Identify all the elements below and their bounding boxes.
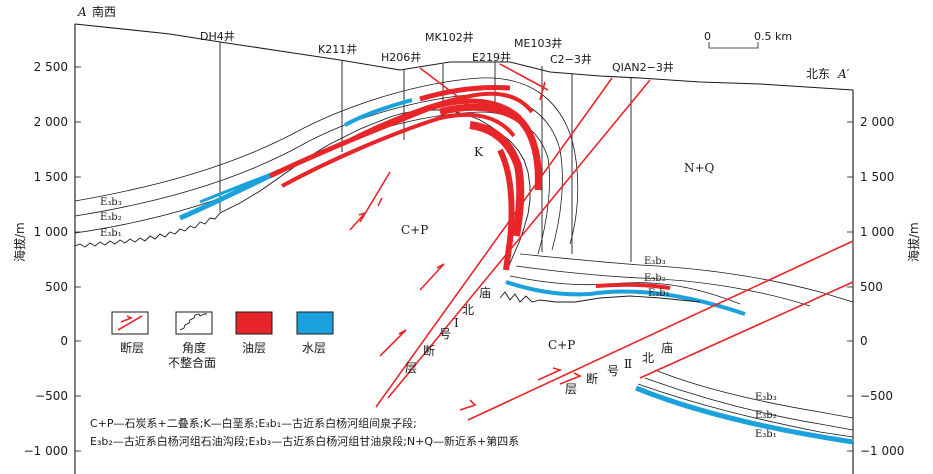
legend-water-label: 水层 <box>302 341 326 355</box>
fault2-char-hao: 号 <box>607 364 619 378</box>
label-E3b2-basin: E₃b₂ <box>644 273 666 284</box>
fault-II-name: 北 庙 Ⅱ 号 断 层 <box>565 341 673 396</box>
label-E3b1-lower: E₃b₁ <box>755 429 777 440</box>
legend-unconformity-label-2: 不整合面 <box>168 355 216 370</box>
scale-end: 0.5 km <box>754 30 792 43</box>
section-left-direction: 南西 <box>92 4 116 19</box>
oil-layer-basin <box>595 282 671 290</box>
well-MK102: MK102井 <box>425 30 474 44</box>
section-left-end: A <box>77 5 87 19</box>
fault2-char-num: Ⅱ <box>624 357 632 371</box>
faults <box>359 63 854 421</box>
fault1-char-num: Ⅰ <box>454 316 459 330</box>
ylabel-left: 海拔/m <box>12 222 27 262</box>
rtick-neg500: −500 <box>860 389 893 403</box>
section-right-end: A′ <box>837 67 850 81</box>
label-E3b3-basin: E₃b₃ <box>644 256 666 267</box>
tick-1500: 1 500 <box>34 170 68 184</box>
rtick-2000: 2 000 <box>860 115 894 129</box>
well-ME103: ME103井 <box>514 36 562 50</box>
legend-unconformity-label-1: 角度 <box>182 340 206 355</box>
legend-unconformity-swatch <box>175 311 213 335</box>
fault-I-name: 北 庙 Ⅰ 号 断 层 <box>405 286 491 375</box>
fault1-char-hao: 号 <box>439 327 451 341</box>
unconformity-basin <box>499 291 701 303</box>
well-H206: H206井 <box>381 50 421 64</box>
tick-500: 500 <box>45 280 68 294</box>
fault1-char-duan: 断 <box>423 343 435 358</box>
right-axis-ticks: 2 000 1 500 1 000 500 0 −500 −1 000 <box>847 115 904 458</box>
legend-water-swatch <box>296 311 334 335</box>
legend-oil-swatch <box>235 311 273 335</box>
well-K211: K211井 <box>318 42 357 56</box>
tick-neg500: −500 <box>35 389 68 403</box>
legend-fault-label: 断层 <box>120 340 144 355</box>
note-line-2: E₃b₂—古近系白杨河组石油沟段;E₃b₃—古近系白杨河组甘油泉段;N+Q—新近… <box>90 434 519 448</box>
fault1-char-ceng: 层 <box>405 361 417 375</box>
tick-2500: 2 500 <box>34 60 68 74</box>
fault1-char-miao: 庙 <box>479 286 491 300</box>
tick-1000: 1 000 <box>34 225 68 239</box>
ground-surface <box>74 23 854 91</box>
rtick-neg1000: −1 000 <box>860 444 904 458</box>
scale-zero: 0 <box>704 30 711 43</box>
water-layer-left-top <box>344 98 413 127</box>
water-layer-basin <box>505 280 746 316</box>
rtick-0: 0 <box>860 334 868 348</box>
tick-neg1000: −1 000 <box>24 444 68 458</box>
left-axis-ticks: 2 500 2 000 1 500 1 000 500 0 −500 −1 00… <box>24 60 81 458</box>
fault1-char-bei: 北 <box>462 303 474 317</box>
scale-bar: 0 0.5 km <box>704 30 792 49</box>
anticline-strata <box>74 77 579 255</box>
legend-unconformity-icon <box>179 313 207 331</box>
fault2-char-ceng: 层 <box>565 382 577 396</box>
rtick-1000: 1 000 <box>860 225 894 239</box>
legend-fault-icon <box>117 315 143 331</box>
legend-oil-label: 油层 <box>242 341 266 355</box>
fault-I-branch <box>387 79 651 399</box>
well-DH4: DH4井 <box>200 29 235 43</box>
label-E3b2-left: E₃b₂ <box>100 212 122 223</box>
water-layer-lower <box>635 385 854 445</box>
label-E3b3-left: E₃b₃ <box>100 197 122 208</box>
label-E3b1-basin: E₃b₁ <box>648 288 670 299</box>
fault-II <box>467 240 854 421</box>
note-line-1: C+P—石炭系+二叠系;K—白垩系;E₃b₁—古近系白杨河组间泉子段; <box>90 416 417 430</box>
rtick-500: 500 <box>860 280 883 294</box>
legend: 断层 角度 不整合面 油层 水层 <box>111 311 334 370</box>
well-labels: DH4井 K211井 H206井 MK102井 E219井 ME103井 C2−… <box>200 29 674 74</box>
tick-2000: 2 000 <box>34 115 68 129</box>
unit-CP-left: C+P <box>401 223 428 237</box>
rtick-1500: 1 500 <box>860 170 894 184</box>
fault2-char-bei: 北 <box>642 351 654 365</box>
fault-arrows <box>349 211 582 411</box>
oil-layers <box>268 85 542 271</box>
water-layer-left-low <box>179 168 282 221</box>
unconformity-left <box>74 109 531 269</box>
tick-0: 0 <box>60 334 68 348</box>
fault-II-branch <box>639 281 854 379</box>
fault2-char-miao: 庙 <box>661 341 673 355</box>
label-E3b2-lower: E₃b₂ <box>755 410 777 421</box>
unit-K: K <box>474 145 484 159</box>
unit-NQ: N+Q <box>684 161 715 175</box>
label-E3b1-left: E₃b₁ <box>100 228 122 239</box>
label-E3b3-lower: E₃b₃ <box>755 392 777 403</box>
well-C2-3: C2−3井 <box>550 52 592 66</box>
section-right-direction: 北东 <box>806 67 830 81</box>
fault-I <box>375 77 613 408</box>
fault-minor-top <box>419 67 471 107</box>
well-E219: E219井 <box>472 50 511 64</box>
well-QIAN2-3: QIAN2−3井 <box>612 60 674 74</box>
unit-CP-center: C+P <box>548 338 575 352</box>
ylabel-right: 海拔/m <box>906 222 921 262</box>
fault-minor-top2 <box>499 63 549 91</box>
lower-block-strata <box>637 369 854 438</box>
fault2-char-duan: 断 <box>586 371 598 386</box>
